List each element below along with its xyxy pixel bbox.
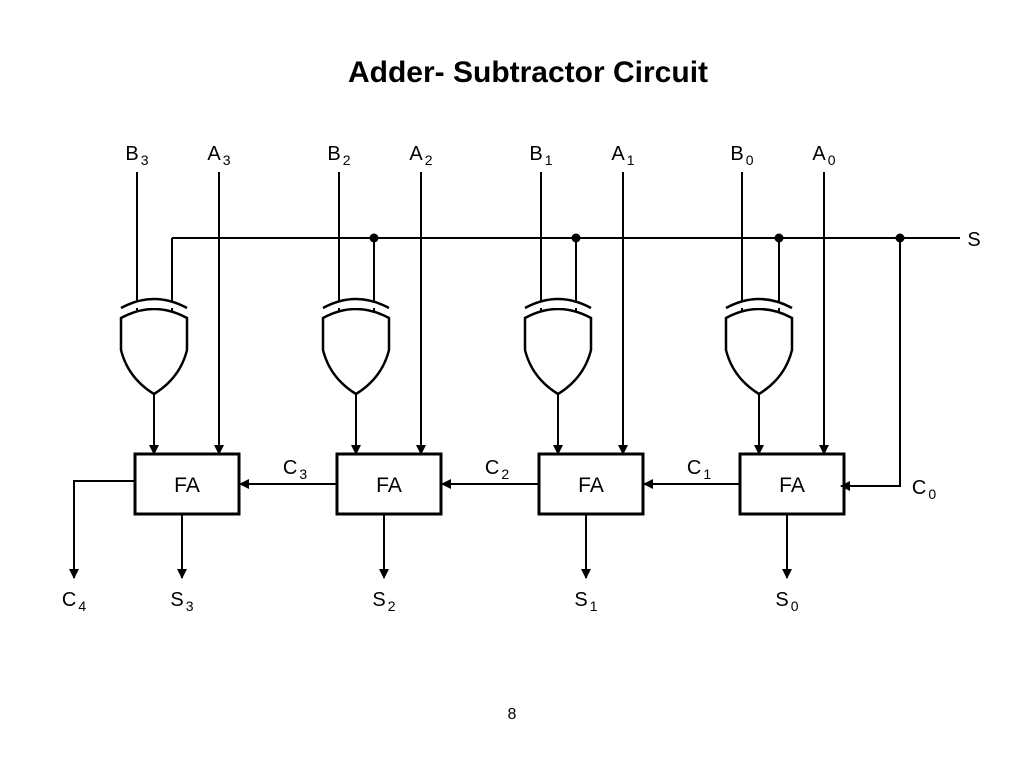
wire-carry-in [840, 238, 901, 491]
junction-dot [369, 233, 379, 243]
full-adder-label: FA [578, 474, 604, 497]
full-adder-label: FA [376, 474, 402, 497]
slide-title: Adder- Subtractor Circuit [347, 56, 709, 89]
junction-dot [895, 233, 905, 243]
wire-carry-out [69, 480, 135, 579]
xor-gate-1 [523, 307, 593, 396]
full-adder-label: FA [174, 474, 200, 497]
junction-dot [774, 233, 784, 243]
xor-gate-back-curve [120, 297, 188, 310]
xor-gate-3 [119, 307, 189, 396]
xor-gate-back-curve [322, 297, 390, 310]
junction-dot [571, 233, 581, 243]
full-adder-0 [738, 452, 846, 516]
xor-gate-2 [321, 307, 391, 396]
full-adder-2 [335, 452, 443, 516]
full-adder-label: FA [779, 474, 805, 497]
page-number: 8 [507, 706, 517, 723]
control-label-s: S [967, 229, 980, 251]
xor-gate-back-curve [524, 297, 592, 310]
xor-gate-back-curve [725, 297, 793, 310]
full-adder-3 [133, 452, 241, 516]
xor-gate-0 [724, 307, 794, 396]
